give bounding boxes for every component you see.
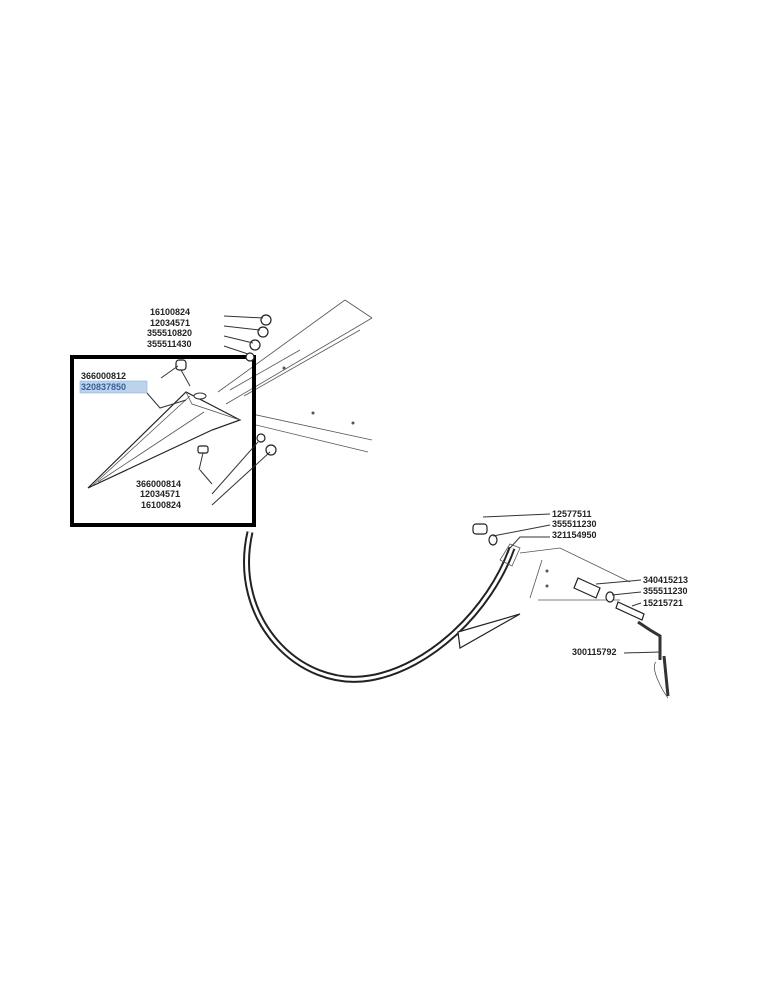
curved-rod xyxy=(243,531,521,683)
callout-320837850: 320837850 xyxy=(81,382,126,392)
callout-355511430: 355511430 xyxy=(147,339,192,349)
callout-12034571-top: 12034571 xyxy=(150,318,190,328)
callout-355510820: 355510820 xyxy=(147,328,192,338)
callout-355511230-right: 355511230 xyxy=(643,586,688,596)
selection-frame xyxy=(70,355,256,527)
callout-321154950: 321154950 xyxy=(552,530,597,540)
callout-labels: 16100824 12034571 355510820 355511430 36… xyxy=(81,307,688,657)
callout-16100824-bottom: 16100824 xyxy=(141,500,181,510)
leader-lines xyxy=(146,315,661,654)
divider-point xyxy=(87,391,242,489)
callout-300115792: 300115792 xyxy=(572,647,617,657)
frame-beam xyxy=(217,299,373,453)
callout-12577511: 12577511 xyxy=(552,509,592,519)
callout-355511230-top: 355511230 xyxy=(552,519,597,529)
highlight-box xyxy=(79,380,148,394)
callout-12034571-bottom: 12034571 xyxy=(140,489,180,499)
callout-340415213: 340415213 xyxy=(643,575,688,585)
left-hardware xyxy=(175,314,277,471)
callout-366000812: 366000812 xyxy=(81,371,126,381)
callout-366000814: 366000814 xyxy=(136,479,181,489)
callout-15215721: 15215721 xyxy=(643,598,683,608)
callout-16100824-top: 16100824 xyxy=(150,307,190,317)
right-hardware xyxy=(472,523,670,699)
